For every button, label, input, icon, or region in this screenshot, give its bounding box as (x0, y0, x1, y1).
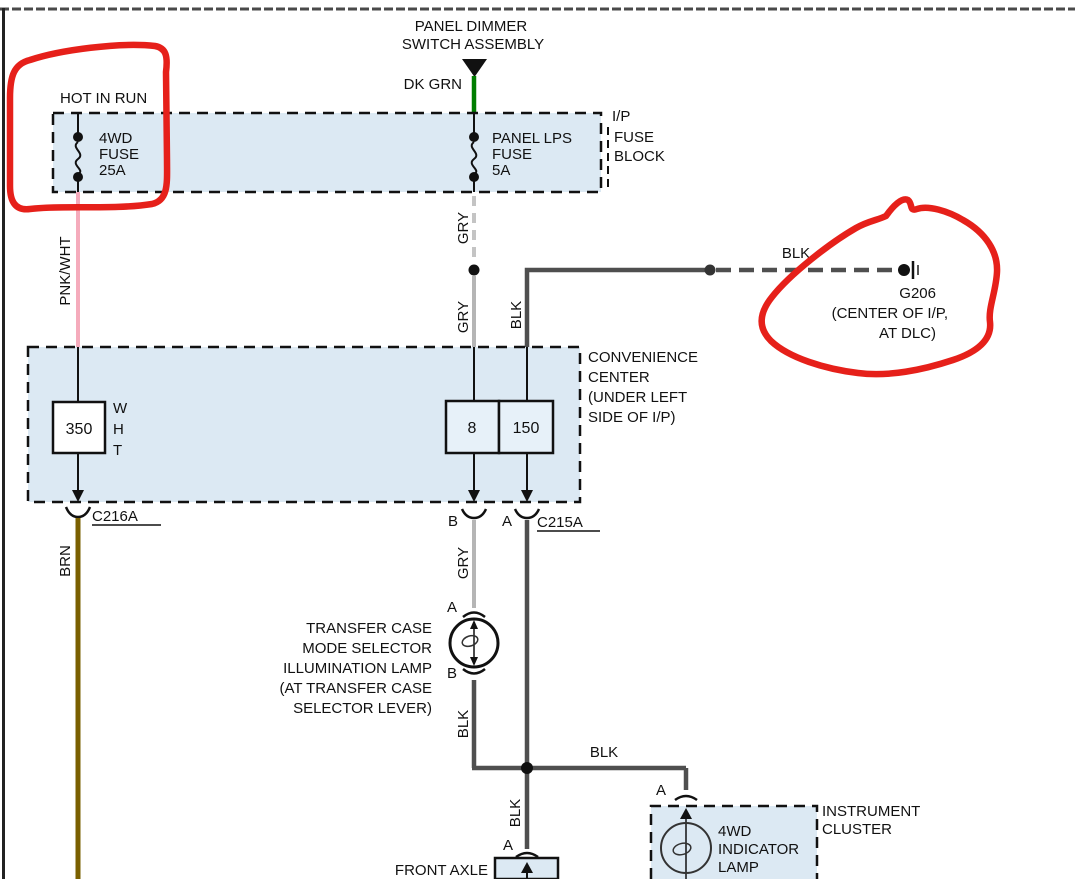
lamp-symbol-icon (448, 617, 500, 669)
connector-c216a-label: C216A (92, 508, 138, 525)
wire-label-pnk-wht: PNK/WHT (57, 236, 74, 305)
cluster-label-1: INSTRUMENT (822, 803, 920, 820)
front-axle: A FRONT AXLE (395, 837, 560, 879)
splice-dot (468, 264, 480, 276)
cluster-pin-a: A (656, 782, 666, 799)
transfer-case-lamp: A B (447, 599, 500, 682)
transfer-lamp-label-2: MODE SELECTOR (302, 640, 432, 657)
component-350-color-w: W (113, 400, 128, 417)
wire-label-blk-below-lamp: BLK (455, 710, 472, 738)
wire-label-dk-grn: DK GRN (404, 76, 462, 93)
connector-c215a: B A C215A (448, 508, 600, 532)
panel-dimmer-title-line1: PANEL DIMMER (415, 18, 528, 35)
filament-coil-icon (672, 842, 692, 856)
connector-c215a-pin-a: A (502, 513, 512, 530)
fuse-4wd-symbol (73, 113, 83, 192)
red-annotations (6, 41, 1001, 378)
fuse-panel-lps-label-2: FUSE (492, 146, 532, 163)
wire-label-gry-upper: GRY (455, 212, 472, 244)
fuse-panel-lps-label-3: 5A (492, 162, 510, 179)
ground-id: G206 (899, 285, 936, 302)
convenience-label-1: CONVENIENCE (588, 349, 698, 366)
transfer-lamp-label-4: (AT TRANSFER CASE (279, 680, 432, 697)
cluster-lamp-label-1: 4WD (718, 823, 752, 840)
wire-label-blk-ground: BLK (782, 245, 810, 262)
wire-label-blk-front-axle: BLK (507, 799, 524, 827)
front-axle-label: FRONT AXLE (395, 862, 488, 879)
ground-location-1: (CENTER OF I/P, (832, 305, 948, 322)
convenience-label-4: SIDE OF I/P) (588, 409, 676, 426)
ground-g206-label: G206 (CENTER OF I/P, AT DLC) (832, 285, 948, 342)
cluster-lamp-label-2: INDICATOR (718, 841, 799, 858)
connector-c215a-pin-b: B (448, 513, 458, 530)
connector-c216a: C216A (64, 506, 161, 526)
lamp-pin-a-label: A (447, 599, 457, 616)
junction-dot (704, 264, 716, 276)
convenience-label-2: CENTER (588, 369, 650, 386)
transfer-lamp-label-3: ILLUMINATION LAMP (283, 660, 432, 677)
wire-label-gry-mid: GRY (455, 301, 472, 333)
component-350-color-h: H (113, 421, 124, 438)
exit-arrows (72, 453, 533, 502)
red-annotation-fuse-area (6, 41, 171, 213)
fuse-block-name-3: BLOCK (614, 148, 665, 165)
page-border (0, 7, 1075, 879)
cluster-box-fill (651, 806, 817, 879)
component-8-value: 8 (468, 420, 477, 437)
component-150-value: 150 (513, 420, 540, 437)
red-annotation-ground-area (758, 196, 1001, 378)
wire-label-blk-branch: BLK (590, 744, 618, 761)
connector-triangle-icon (462, 59, 487, 77)
lamp-pin-b-label: B (447, 665, 457, 682)
transfer-lamp-label-5: SELECTOR LEVER) (293, 700, 432, 717)
convenience-label-3: (UNDER LEFT (588, 389, 687, 406)
component-350-color-t: T (113, 442, 122, 459)
wire-gry-run (468, 196, 480, 347)
panel-dimmer-title-line2: SWITCH ASSEMBLY (402, 36, 544, 53)
panel-dimmer-switch-assembly: PANEL DIMMER SWITCH ASSEMBLY DK GRN (402, 18, 544, 114)
convenience-center: CONVENIENCE CENTER (UNDER LEFT SIDE OF I… (26, 345, 698, 504)
wire-label-brn: BRN (57, 545, 74, 577)
ground-symbol-icon (911, 261, 919, 279)
wire-label-gry-lamp: GRY (455, 547, 472, 579)
front-axle-pin-a: A (503, 837, 513, 854)
component-350-value: 350 (66, 421, 93, 438)
fuse-block-box (51, 111, 603, 194)
cluster-label-2: CLUSTER (822, 821, 892, 838)
ground-location-2: AT DLC) (879, 325, 936, 342)
connector-c215a-label: C215A (537, 514, 583, 531)
fuse-4wd-label-2: FUSE (99, 146, 139, 163)
wire-blk-ground-run (524, 261, 919, 347)
cluster-lamp-label-3: LAMP (718, 859, 759, 876)
cluster-lamp-icon (660, 822, 712, 874)
fuse-panel-lps-symbol (469, 114, 479, 192)
component-350-box (51, 400, 107, 455)
cluster-box-border (649, 804, 819, 879)
transfer-lamp-label-1: TRANSFER CASE (306, 620, 432, 637)
fuse-4wd-label-3: 25A (99, 162, 126, 179)
wire-label-blk-center: BLK (508, 301, 525, 329)
fuse-block-name-2: FUSE (614, 129, 654, 146)
fuse-panel-lps-label-1: PANEL LPS (492, 130, 572, 147)
fuse-block-name-1: I/P (612, 108, 630, 125)
junction-dot (521, 762, 533, 774)
instrument-cluster: A 4WD INDICATOR LAMP INSTRUMENT CLUSTER (649, 782, 920, 879)
filament-coil-icon (461, 634, 479, 648)
hot-in-run-label: HOT IN RUN (60, 90, 147, 107)
component-150-box (497, 399, 555, 455)
fuse-4wd-label-1: 4WD (99, 130, 133, 147)
wire-blk-lower-run (471, 520, 689, 849)
ip-fuse-block: HOT IN RUN 4WD FUSE 25A PANEL LPS FUSE 5… (51, 90, 665, 194)
